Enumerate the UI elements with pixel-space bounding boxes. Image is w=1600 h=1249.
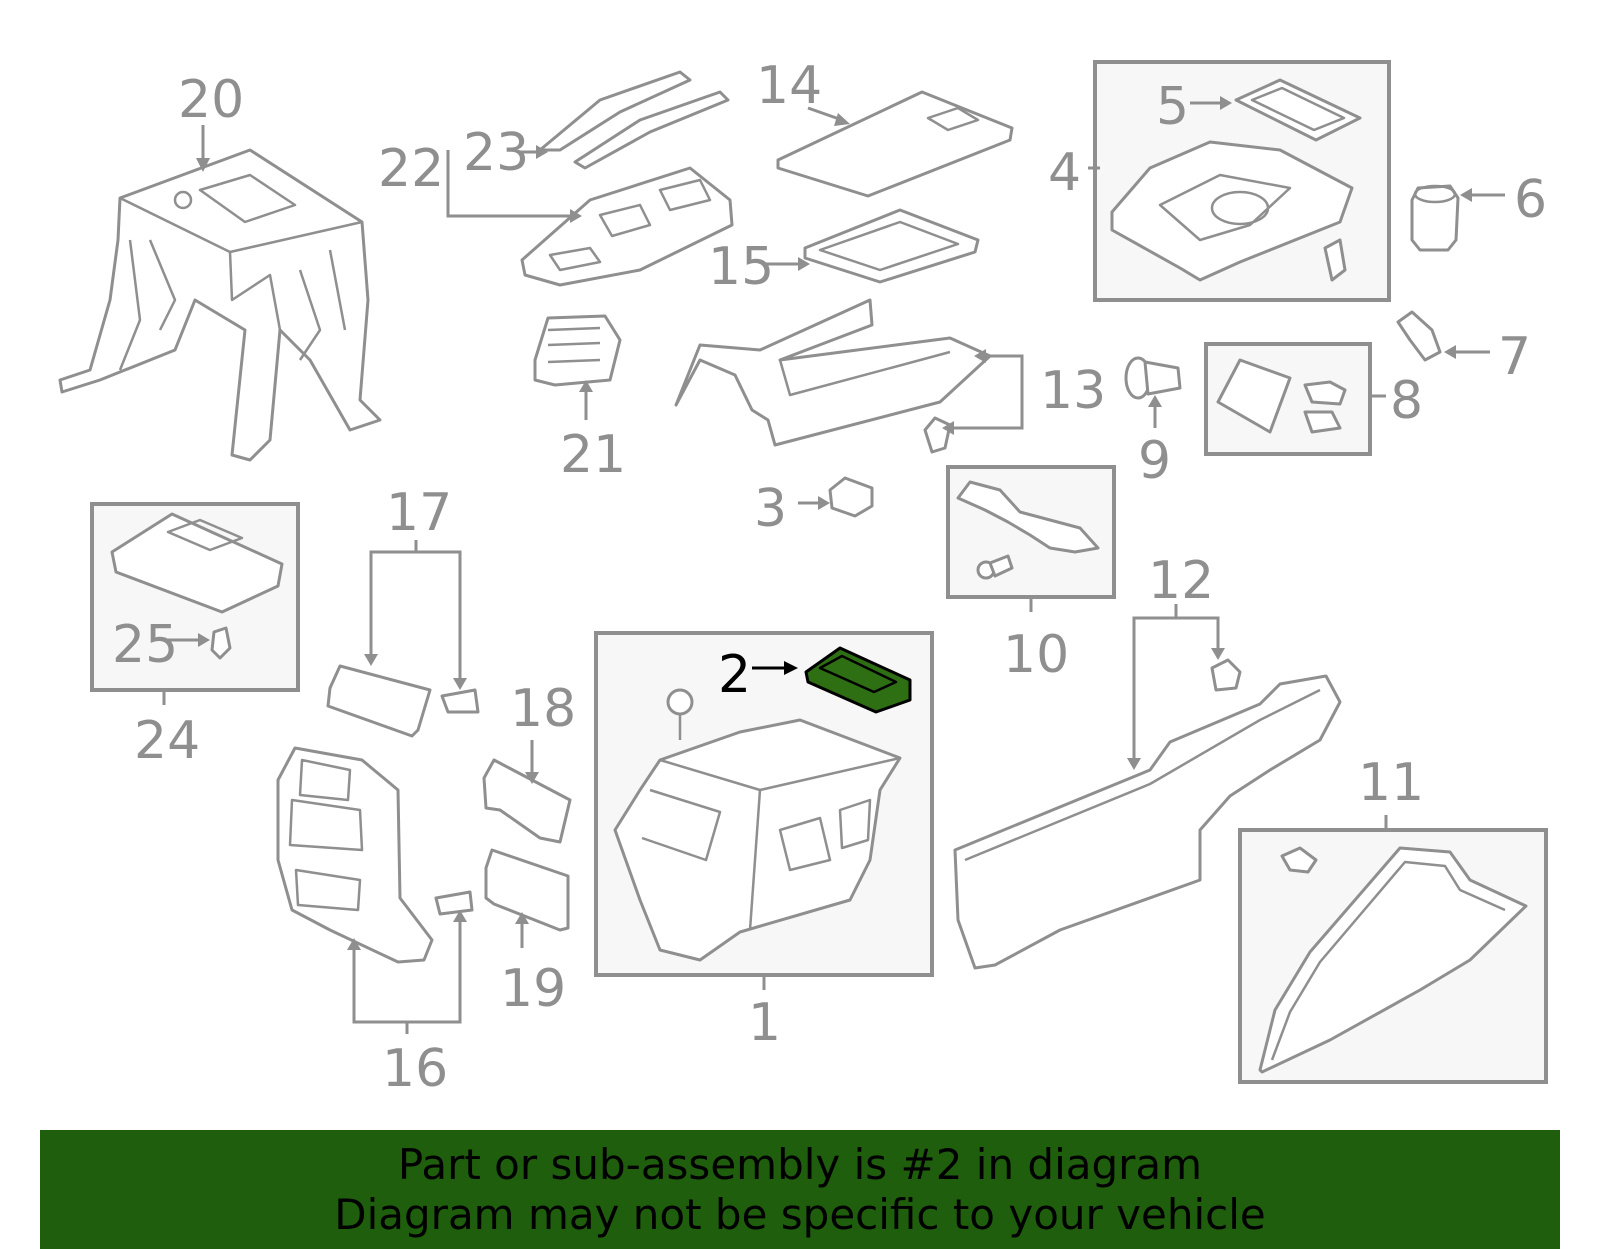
part-25-clip[interactable] xyxy=(210,626,232,660)
callout-1[interactable]: 1 xyxy=(748,993,781,1053)
part-5-tray[interactable] xyxy=(1234,78,1362,142)
arrowhead-25 xyxy=(198,633,210,647)
arrowhead-23 xyxy=(536,145,548,159)
callout-15[interactable]: 15 xyxy=(708,237,774,297)
callout-17[interactable]: 17 xyxy=(386,483,452,543)
part-24-control-unit[interactable] xyxy=(110,512,284,614)
info-banner: Part or sub-assembly is #2 in diagram Di… xyxy=(40,1130,1560,1249)
part-16-rear-panel[interactable] xyxy=(276,746,474,964)
arrowhead-7 xyxy=(1444,345,1456,359)
callout-19[interactable]: 19 xyxy=(500,959,566,1019)
callout-16[interactable]: 16 xyxy=(382,1039,448,1099)
callout-4[interactable]: 4 xyxy=(1048,143,1081,203)
callout-9[interactable]: 9 xyxy=(1138,431,1171,491)
part-7-bracket[interactable] xyxy=(1396,310,1442,362)
callout-7[interactable]: 7 xyxy=(1498,327,1531,387)
arrowhead-6 xyxy=(1460,188,1472,202)
part-14-mat[interactable] xyxy=(776,90,1014,198)
arrowhead-17b xyxy=(453,678,467,690)
part-10-bracket[interactable] xyxy=(956,480,1100,580)
callout-22[interactable]: 22 xyxy=(378,139,444,199)
leader-17 xyxy=(369,550,462,680)
part-12-side-panel[interactable] xyxy=(953,658,1342,970)
part-4-cup-holder[interactable] xyxy=(1110,140,1354,282)
part-6-socket[interactable] xyxy=(1410,184,1460,252)
callout-2[interactable]: 2 xyxy=(718,645,751,705)
callout-20[interactable]: 20 xyxy=(178,70,244,130)
part-19-bezel[interactable] xyxy=(484,848,570,932)
arrowhead-21 xyxy=(579,380,593,392)
callout-8[interactable]: 8 xyxy=(1390,371,1423,431)
arrowhead-13b xyxy=(942,421,954,435)
arrowhead-16a xyxy=(347,938,361,950)
arrowhead-13a xyxy=(974,349,986,363)
arrowhead-3 xyxy=(818,496,830,510)
arrowhead-12a xyxy=(1127,758,1141,770)
part-21-switch[interactable] xyxy=(533,314,622,387)
part-2-tray-highlighted[interactable] xyxy=(804,646,912,714)
part-15-tray-mat[interactable] xyxy=(803,208,980,284)
arrowhead-12b xyxy=(1211,648,1225,660)
arrowhead-2 xyxy=(784,661,798,675)
part-9-plug[interactable] xyxy=(1124,356,1182,400)
callout-3[interactable]: 3 xyxy=(754,479,787,539)
part-13-garnish[interactable] xyxy=(674,298,992,454)
arrowhead-14 xyxy=(834,113,850,126)
callout-12[interactable]: 12 xyxy=(1148,551,1214,611)
arrowhead-18 xyxy=(525,772,539,784)
part-11-side-cover[interactable] xyxy=(1258,846,1528,1074)
part-3-clip[interactable] xyxy=(828,476,874,518)
callout-21[interactable]: 21 xyxy=(560,425,626,485)
arrowhead-9 xyxy=(1148,395,1162,407)
callout-18[interactable]: 18 xyxy=(510,679,576,739)
callout-24[interactable]: 24 xyxy=(134,711,200,771)
arrowhead-22 xyxy=(570,209,582,223)
part-17-panel[interactable] xyxy=(326,664,480,738)
arrowhead-19 xyxy=(515,912,529,924)
callout-6[interactable]: 6 xyxy=(1514,170,1547,230)
callout-11[interactable]: 11 xyxy=(1358,753,1424,813)
callout-23[interactable]: 23 xyxy=(463,123,529,183)
callout-10[interactable]: 10 xyxy=(1003,625,1069,685)
arrowhead-17a xyxy=(364,654,378,666)
leader-14 xyxy=(807,106,843,122)
callout-14[interactable]: 14 xyxy=(756,56,822,116)
arrowhead-16b xyxy=(453,910,467,922)
banner-line-1: Part or sub-assembly is #2 in diagram xyxy=(397,1140,1203,1189)
part-20-frame[interactable] xyxy=(58,148,382,462)
part-23-trim[interactable] xyxy=(538,70,730,170)
leader-13 xyxy=(952,354,1024,430)
part-1-console-body[interactable] xyxy=(613,688,902,962)
banner-line-2: Diagram may not be specific to your vehi… xyxy=(334,1190,1266,1239)
arrowhead-5 xyxy=(1220,96,1232,110)
part-22-shift-panel[interactable] xyxy=(520,166,734,287)
arrowhead-15 xyxy=(798,257,810,271)
arrowhead-20 xyxy=(196,158,210,172)
leader-22 xyxy=(446,150,572,218)
callout-13[interactable]: 13 xyxy=(1040,361,1106,421)
part-18-bezel[interactable] xyxy=(482,758,572,844)
callout-5[interactable]: 5 xyxy=(1156,77,1189,137)
part-8-switch-set[interactable] xyxy=(1216,358,1347,434)
callout-25[interactable]: 25 xyxy=(112,615,178,675)
